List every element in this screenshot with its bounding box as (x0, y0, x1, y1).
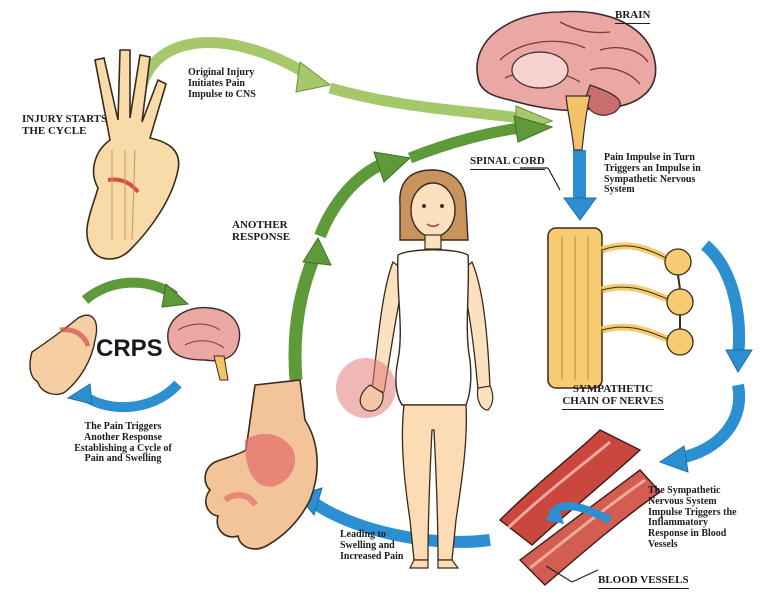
swollen-hand (205, 380, 317, 549)
spinal-cord-label: SPINAL CORD (470, 156, 545, 170)
pain-triggers-caption: The Pain Triggers Another Response Estab… (38, 422, 208, 465)
blue-arrow-right-side (660, 245, 752, 472)
crps-label: CRPS (96, 336, 163, 362)
blood-vessels-label: BLOOD VESSELS (598, 575, 689, 589)
original-injury-caption: Original Injury Initiates Pain Impulse t… (188, 68, 256, 100)
woman-figure (336, 170, 493, 568)
injured-hand-top (87, 50, 179, 259)
another-response-label: ANOTHER RESPONSE (232, 220, 290, 244)
sympathetic-impulse-caption: The Sympathetic Nervous System Impulse T… (648, 486, 737, 551)
brain-label: BRAIN (615, 10, 650, 24)
blood-vessels (500, 430, 660, 585)
injury-starts-label: INJURY STARTS THE CYCLE (22, 114, 107, 138)
pain-impulse-caption: Pain Impulse in Turn Triggers an Impulse… (604, 153, 701, 196)
crps-small-brain (168, 308, 240, 380)
crps-small-hand (30, 315, 96, 394)
sympathetic-chain-label: SYMPATHETIC CHAIN OF NERVES (548, 384, 678, 410)
spinal-cord-chain (548, 228, 693, 388)
blue-arrow-brain-spine (564, 150, 596, 220)
leading-to-caption: Leading to Swelling and Increased Pain (340, 530, 403, 562)
